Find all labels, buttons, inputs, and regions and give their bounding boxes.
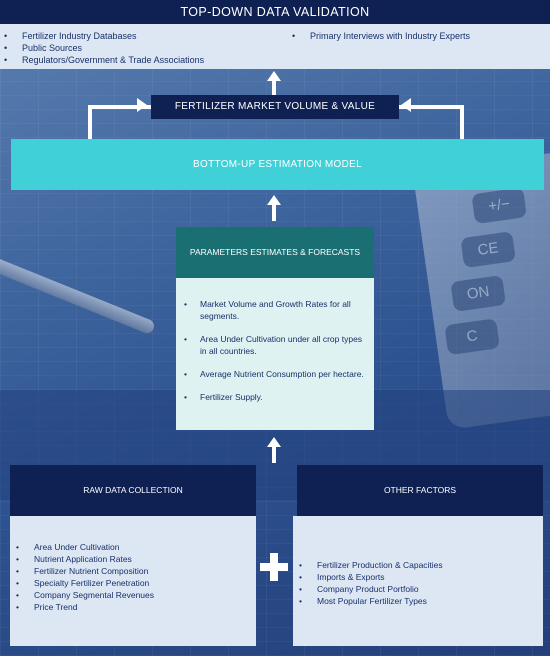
other-factors-panel: Fertilizer Production & Capacities Impor… bbox=[293, 516, 543, 646]
market-volume-value-box: FERTILIZER MARKET VOLUME & VALUE bbox=[151, 95, 399, 119]
parameter-item: Area Under Cultivation under all crop ty… bbox=[182, 333, 368, 357]
raw-data-collection-header: RAW DATA COLLECTION bbox=[10, 465, 256, 516]
parameter-item: Average Nutrient Consumption per hectare… bbox=[182, 368, 368, 380]
raw-data-item: Price Trend bbox=[10, 601, 154, 613]
right-arrow-icon bbox=[137, 98, 147, 112]
up-arrow-shaft bbox=[272, 204, 276, 221]
sources-list-right: Primary Interviews with Industry Experts bbox=[288, 30, 470, 42]
left-connector-line bbox=[88, 105, 92, 139]
source-item: Regulators/Government & Trade Associatio… bbox=[0, 54, 204, 66]
parameter-item: Fertilizer Supply. bbox=[182, 391, 368, 403]
up-arrow-icon bbox=[267, 437, 281, 447]
top-down-validation-header: TOP-DOWN DATA VALIDATION bbox=[0, 0, 550, 24]
parameters-panel: Market Volume and Growth Rates for all s… bbox=[176, 278, 374, 430]
other-factor-item: Fertilizer Production & Capacities bbox=[293, 559, 443, 571]
other-factor-item: Most Popular Fertilizer Types bbox=[293, 595, 443, 607]
up-arrow-shaft bbox=[272, 80, 276, 95]
source-item: Public Sources bbox=[0, 42, 204, 54]
raw-data-item: Specialty Fertilizer Penetration bbox=[10, 577, 154, 589]
left-connector-line bbox=[88, 105, 151, 109]
raw-data-item: Nutrient Application Rates bbox=[10, 553, 154, 565]
calculator-key: +/− bbox=[471, 187, 527, 225]
calculator-key: ON bbox=[450, 274, 507, 312]
up-arrow-icon bbox=[267, 71, 281, 81]
left-arrow-icon bbox=[401, 98, 411, 112]
raw-data-list: Area Under Cultivation Nutrient Applicat… bbox=[10, 541, 154, 613]
data-sources-panel: Fertilizer Industry Databases Public Sou… bbox=[0, 24, 550, 69]
calculator-key: C bbox=[444, 318, 500, 356]
other-factor-item: Imports & Exports bbox=[293, 571, 443, 583]
right-connector-line bbox=[399, 105, 464, 109]
source-item: Primary Interviews with Industry Experts bbox=[288, 30, 470, 42]
right-connector-line bbox=[460, 105, 464, 139]
bottom-up-estimation-box: BOTTOM-UP ESTIMATION MODEL bbox=[11, 139, 544, 190]
raw-data-item: Fertilizer Nutrient Composition bbox=[10, 565, 154, 577]
up-arrow-icon bbox=[267, 195, 281, 205]
other-factor-item: Company Product Portfolio bbox=[293, 583, 443, 595]
up-arrow-shaft bbox=[272, 446, 276, 463]
parameters-list: Market Volume and Growth Rates for all s… bbox=[182, 298, 368, 414]
other-factors-list: Fertilizer Production & Capacities Impor… bbox=[293, 559, 443, 607]
plus-icon bbox=[260, 563, 288, 571]
source-item: Fertilizer Industry Databases bbox=[0, 30, 204, 42]
other-factors-header: OTHER FACTORS bbox=[297, 465, 543, 516]
parameter-item: Market Volume and Growth Rates for all s… bbox=[182, 298, 368, 322]
sources-list-left: Fertilizer Industry Databases Public Sou… bbox=[0, 30, 204, 66]
calculator-key: CE bbox=[460, 231, 517, 269]
raw-data-item: Area Under Cultivation bbox=[10, 541, 154, 553]
raw-data-item: Company Segmental Revenues bbox=[10, 589, 154, 601]
raw-data-panel: Area Under Cultivation Nutrient Applicat… bbox=[10, 516, 256, 646]
parameters-header: PARAMETERS ESTIMATES & FORECASTS bbox=[176, 227, 374, 278]
